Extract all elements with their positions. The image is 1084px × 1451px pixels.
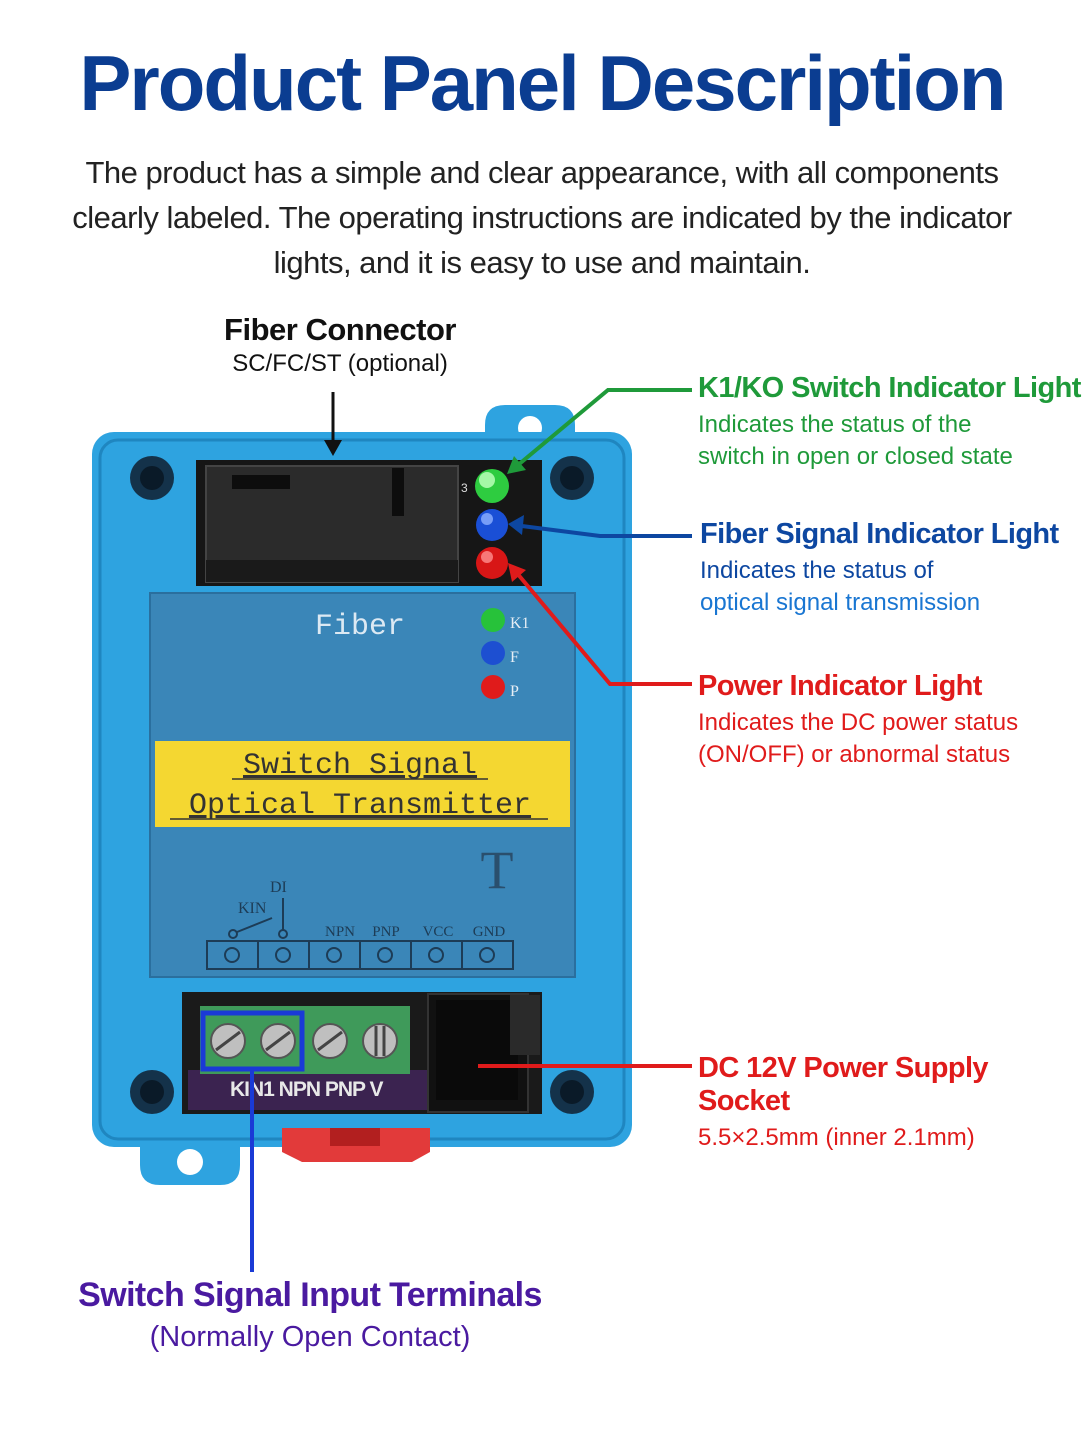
fiber-signal-arrow xyxy=(508,515,692,538)
type-letter: T xyxy=(481,840,514,900)
callout-power-desc-2: (ON/OFF) or abnormal status xyxy=(698,741,1011,768)
terminal-label-vcc: VCC xyxy=(423,924,454,940)
k1-arrow xyxy=(507,388,692,474)
led-green xyxy=(475,469,509,503)
callout-dc-socket: DC 12V Power Supply Socket 5.5×2.5mm (in… xyxy=(698,1052,1084,1154)
di-label: DI xyxy=(270,879,287,896)
callout-dc-heading: DC 12V Power Supply Socket xyxy=(698,1052,989,1117)
terminal-strip-printed xyxy=(206,940,514,970)
panel-brand: Fiber xyxy=(315,610,405,644)
panel-led-p-icon xyxy=(481,675,505,699)
callout-power: Power Indicator Light Indicates the DC p… xyxy=(698,670,1018,771)
panel-led-f-icon xyxy=(481,641,505,665)
fiber-connector-sub: SC/FC/ST (optional) xyxy=(232,350,448,377)
terminal-screw-4-icon xyxy=(362,1023,398,1059)
fiber-connector-label: Fiber Connector SC/FC/ST (optional) xyxy=(190,312,490,378)
callout-fiber-desc-2: optical signal transmission xyxy=(700,589,981,616)
input-terminals-sub: (Normally Open Contact) xyxy=(149,1321,471,1353)
fiber-connector-heading: Fiber Connector xyxy=(224,312,456,347)
input-terminals-label: Switch Signal Input Terminals (Normally … xyxy=(40,1276,580,1354)
page-title: Product Panel Description xyxy=(79,39,1006,127)
panel-led-k1-icon xyxy=(481,608,505,632)
terminal-label-gnd: GND xyxy=(473,924,506,940)
callout-dc-desc-1: 5.5×2.5mm (inner 2.1mm) xyxy=(698,1124,975,1151)
screw-hole-top-left xyxy=(130,456,174,500)
pcb-label: KIN1 NPN PNP V xyxy=(230,1078,383,1101)
screw-hole-top-right xyxy=(550,456,594,500)
dc-power-socket xyxy=(427,993,540,1113)
fiber-connector-arrow xyxy=(324,392,342,456)
terminal-screw-3-icon xyxy=(312,1023,348,1059)
callout-power-heading: Power Indicator Light xyxy=(698,670,982,702)
callout-k1-desc-1: Indicates the status of the xyxy=(698,411,972,438)
callout-k1-switch: K1/KO Switch Indicator Light Indicates t… xyxy=(698,372,1081,473)
band-line-2: Optical Transmitter xyxy=(189,789,531,823)
callout-fiber-desc-1: Indicates the status of xyxy=(700,557,934,584)
callout-power-desc-1: Indicates the DC power status xyxy=(698,709,1019,736)
terminal-label-npn: NPN xyxy=(325,924,355,940)
callout-fiber-heading: Fiber Signal Indicator Light xyxy=(700,518,1059,550)
yellow-band xyxy=(155,741,570,827)
power-arrow xyxy=(508,563,692,686)
callout-k1-desc-2: switch in open or closed state xyxy=(698,443,1013,470)
input-terminals-heading: Switch Signal Input Terminals xyxy=(78,1276,542,1314)
callout-k1-heading: K1/KO Switch Indicator Light xyxy=(698,372,1081,404)
terminal-label-pnp: PNP xyxy=(372,924,400,940)
screw-hole-bottom-left xyxy=(130,1070,174,1114)
band-line-1: Switch Signal xyxy=(243,749,477,783)
callout-fiber-signal: Fiber Signal Indicator Light Indicates t… xyxy=(700,518,1059,619)
panel-led-label-k1: K1 xyxy=(510,615,530,632)
terminal-screw-1-icon xyxy=(210,1023,246,1059)
screw-hole-bottom-right xyxy=(550,1070,594,1114)
terminal-screw-2-icon xyxy=(260,1023,296,1059)
led-red xyxy=(476,547,508,579)
panel-led-label-p: P xyxy=(510,683,519,700)
mounting-tab-bottom xyxy=(140,1140,240,1185)
led-number-label: 3 xyxy=(461,481,468,495)
kin-label: KIN xyxy=(238,900,267,917)
led-blue xyxy=(476,509,508,541)
switch-symbol-icon xyxy=(228,898,288,939)
panel-led-label-f: F xyxy=(510,649,519,666)
intro-text: The product has a simple and clear appea… xyxy=(72,155,1012,280)
